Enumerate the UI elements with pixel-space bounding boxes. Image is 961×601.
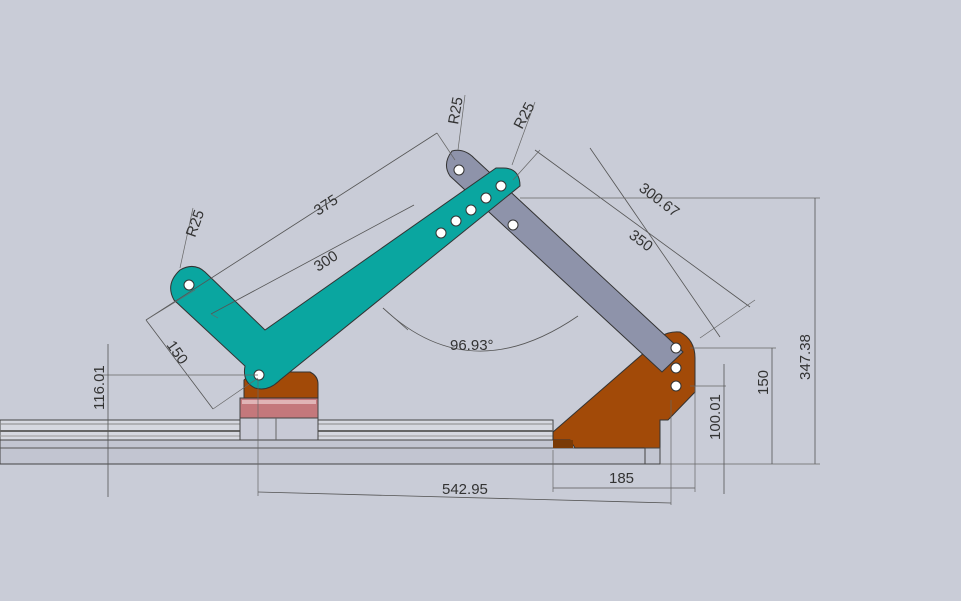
teal-link[interactable] [170,167,521,390]
teal-link-hole [435,227,447,239]
bracket-hole [670,362,682,374]
dim-r25-left[interactable]: R25 [183,208,208,240]
teal-link-pivot-hole [183,279,195,291]
dim-542[interactable]: 542.95 [442,481,488,498]
teal-link-hole [495,180,507,192]
slider-block[interactable] [239,371,319,441]
dim-angle[interactable]: 96.93° [450,337,494,354]
dim-100[interactable]: 100.01 [707,394,724,440]
dim-r25-top-a[interactable]: R25 [445,96,467,126]
teal-link-hole [450,215,462,227]
gray-link-hole [453,164,465,176]
gray-link[interactable] [446,149,684,373]
dim-347[interactable]: 347.38 [797,334,814,380]
dim-150-right[interactable]: 150 [755,370,772,395]
bracket-hole [670,380,682,392]
dim-300-67[interactable]: 300.67 [636,180,683,221]
dim-116[interactable]: 116.01 [91,365,108,410]
gray-link-hole [507,219,519,231]
bracket-hole [670,342,682,354]
teal-link-hole [480,192,492,204]
teal-link-hole [465,204,477,216]
dim-375[interactable]: 375 [311,191,341,219]
dim-350[interactable]: 350 [626,227,656,256]
dim-150-left[interactable]: 150 [163,338,191,368]
dimension-lines [100,94,820,505]
dim-185[interactable]: 185 [609,470,634,487]
dim-300[interactable]: 300 [311,247,341,275]
